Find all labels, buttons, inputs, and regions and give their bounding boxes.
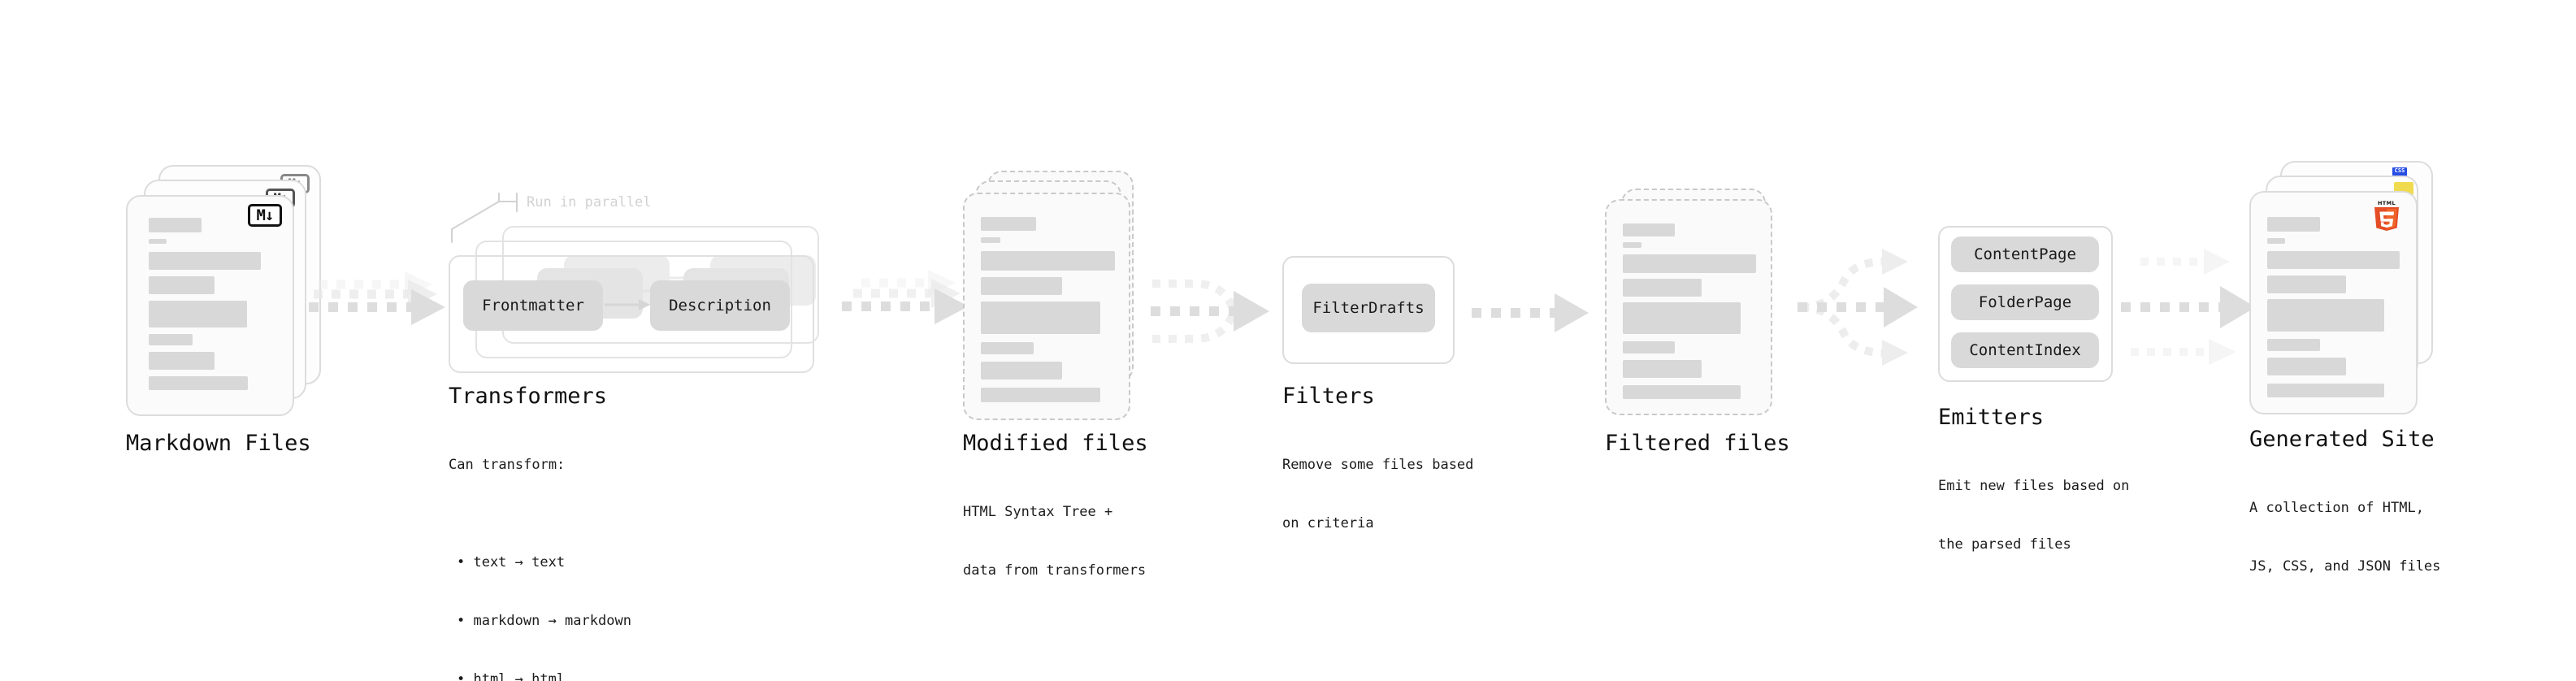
transformer-chip-description[interactable]: Description [650, 280, 790, 331]
stage-caption-generated-site: A collection of HTML, JS, CSS, and JSON … [2249, 459, 2440, 615]
css-icon-label: CSS [2394, 167, 2405, 174]
doc-bar [981, 251, 1115, 271]
doc-bar [149, 276, 215, 294]
doc-bar [981, 277, 1062, 295]
doc-bar [149, 239, 167, 244]
transformer-chip-frontmatter[interactable]: Frontmatter [463, 280, 603, 331]
arrow-transformers-to-modified [842, 270, 969, 324]
doc-bar [981, 217, 1036, 231]
modified-caption-line-1: data from transformers [963, 562, 1147, 579]
arrow-markdown-to-transformers [309, 271, 445, 325]
css-icon: CSS [2392, 167, 2407, 176]
stage-modified-files [963, 167, 1150, 435]
markdown-icon: M↓ [248, 204, 282, 227]
arrow-modified-to-filters [1151, 280, 1269, 343]
stage-title-emitters: Emitters [1938, 405, 2045, 430]
doc-bar [981, 301, 1100, 334]
doc-bar [2267, 358, 2346, 375]
doc-bar [2267, 339, 2320, 351]
stage-filtered-files [1605, 189, 1792, 432]
filtered-card-front [1605, 199, 1772, 415]
doc-bar [1623, 242, 1641, 248]
transformers-bullet-1: • markdown → markdown [457, 613, 631, 629]
doc-bar [1623, 341, 1675, 354]
transformers-bullet-0: • text → text [457, 554, 566, 570]
filters-chip-filterdrafts[interactable]: FilterDrafts [1302, 284, 1435, 332]
doc-bar [149, 218, 202, 232]
doc-bar [981, 342, 1034, 354]
doc-bar [1623, 279, 1702, 297]
stage-title-modified-files: Modified files [963, 431, 1148, 456]
run-in-parallel-bracket [451, 193, 518, 243]
doc-bar [1623, 302, 1741, 334]
stage-markdown-files: M↓ M↓ M↓ [126, 158, 321, 427]
doc-bar [2267, 299, 2384, 332]
emitters-caption-line-0: Emit new files based on [1938, 478, 2130, 494]
stage-filters: FilterDrafts [1282, 256, 1461, 364]
doc-bar [2267, 275, 2346, 293]
stage-title-markdown-files: Markdown Files [126, 431, 311, 456]
transformers-caption-heading: Can transform: [449, 457, 566, 473]
stage-generated-site: CSS HTML [2249, 154, 2452, 431]
stage-transformers: Run in parallel Frontmatter Description [449, 187, 830, 374]
html5-icon: HTML [2374, 200, 2399, 231]
site-caption-line-0: A collection of HTML, [2249, 500, 2424, 516]
doc-bar [1623, 223, 1675, 236]
run-in-parallel-label: Run in parallel [527, 194, 652, 210]
arrow-filters-to-filtered [1472, 293, 1589, 332]
stage-caption-filters: Remove some files based on criteria [1282, 416, 1473, 572]
stage-title-generated-site: Generated Site [2249, 427, 2435, 452]
markdown-card-front [126, 195, 294, 416]
doc-bar [1623, 254, 1756, 273]
doc-bar [2267, 217, 2320, 232]
arrow-emitters-to-site [2121, 249, 2256, 365]
doc-bar [2267, 238, 2285, 244]
doc-bar [149, 334, 193, 345]
emitters-caption-line-1: the parsed files [1938, 536, 2071, 553]
doc-bar [2267, 251, 2400, 269]
transformer-group-front [449, 255, 814, 373]
doc-bar [1623, 385, 1741, 399]
stage-title-transformers: Transformers [449, 384, 608, 409]
emitters-chip-contentpage[interactable]: ContentPage [1951, 236, 2099, 272]
modified-caption-line-0: HTML Syntax Tree + [963, 504, 1113, 520]
stage-emitters: ContentPage FolderPage ContentIndex [1938, 226, 2125, 388]
doc-bar [981, 388, 1100, 402]
site-caption-line-1: JS, CSS, and JSON files [2249, 558, 2441, 575]
stage-title-filters: Filters [1282, 384, 1375, 409]
stage-caption-emitters: Emit new files based on the parsed files [1938, 437, 2129, 593]
stage-title-filtered-files: Filtered files [1605, 431, 1790, 456]
filters-caption-line-0: Remove some files based [1282, 457, 1474, 473]
doc-bar [149, 352, 215, 370]
doc-bar [149, 252, 261, 270]
filters-caption-line-1: on criteria [1282, 515, 1374, 531]
doc-bar [981, 362, 1062, 380]
stage-caption-transformers: Can transform: • text → text • markdown … [449, 416, 631, 681]
transformers-bullet-2: • html → html [457, 671, 566, 681]
doc-bar [149, 376, 248, 390]
doc-bar [1623, 360, 1702, 378]
svg-text:HTML: HTML [2378, 200, 2396, 206]
emitters-chip-contentindex[interactable]: ContentIndex [1951, 332, 2099, 368]
emitters-chip-folderpage[interactable]: FolderPage [1951, 284, 2099, 320]
doc-bar [981, 237, 1000, 243]
transformer-arrow-front [605, 299, 650, 310]
stage-caption-modified-files: HTML Syntax Tree + data from transformer… [963, 463, 1146, 619]
arrow-filtered-to-emitters [1798, 249, 1918, 366]
modified-card-front [963, 193, 1130, 420]
doc-bar [2267, 384, 2384, 397]
doc-bar [149, 301, 247, 327]
